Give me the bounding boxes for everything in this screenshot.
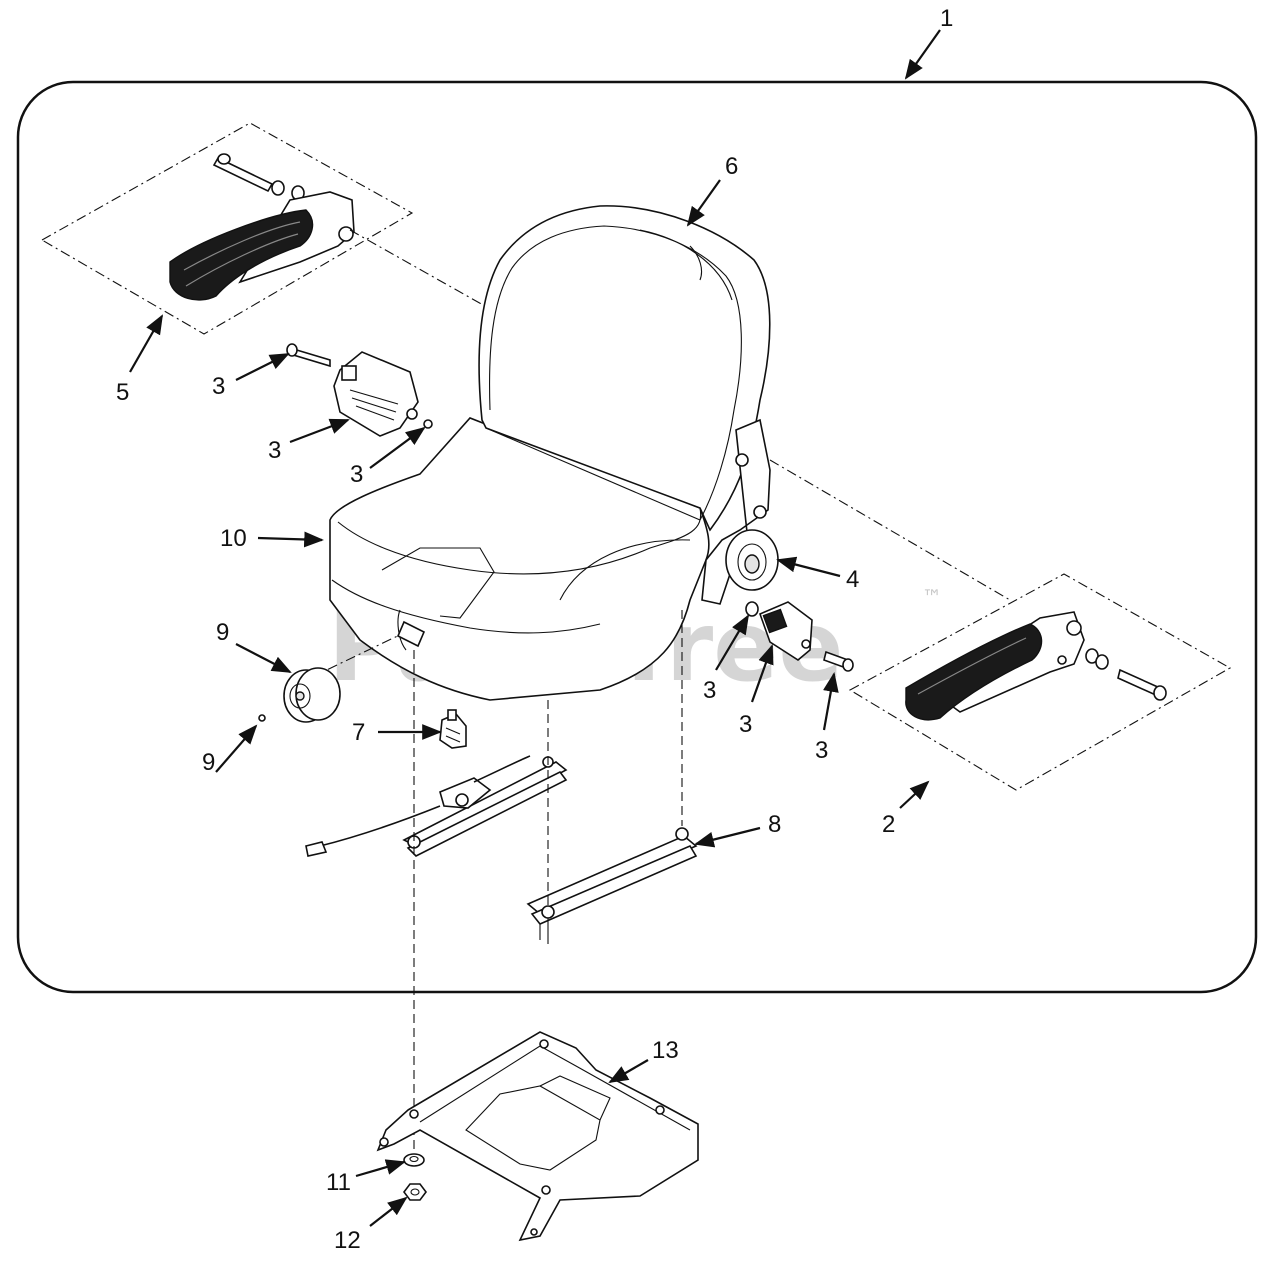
- callout-13: 13: [652, 1037, 679, 1064]
- callout-9b: 9: [202, 749, 215, 776]
- hex-nut: [403, 1183, 427, 1201]
- callout-arrows: [129, 29, 941, 1227]
- callout-labels: 1 6 5 3 3 3 10 4 9 9 3 3 3 7 8 2 13 11 1…: [116, 5, 953, 1254]
- right-armrest: [848, 573, 1232, 791]
- callout-3a: 3: [212, 373, 225, 400]
- callout-2: 2: [882, 811, 895, 838]
- callout-5: 5: [116, 379, 129, 406]
- callout-7: 7: [352, 719, 365, 746]
- callout-1: 1: [940, 5, 953, 32]
- left-armrest: [40, 122, 414, 335]
- seat-backrest: [478, 205, 771, 532]
- callout-3c: 3: [350, 461, 363, 488]
- trademark-symbol: ™: [922, 585, 942, 609]
- callout-3d: 3: [703, 677, 716, 704]
- callout-10: 10: [220, 525, 247, 552]
- callout-8: 8: [768, 811, 781, 838]
- callout-3b: 3: [268, 437, 281, 464]
- assembly-boundary: [16, 80, 1258, 994]
- seat-slide-rails: [305, 755, 698, 944]
- right-switch-hardware: [745, 601, 854, 672]
- callout-3e: 3: [739, 711, 752, 738]
- callout-9a: 9: [216, 619, 229, 646]
- mounting-plate: [376, 1031, 699, 1242]
- callout-6: 6: [725, 153, 738, 180]
- callout-4: 4: [846, 566, 859, 593]
- callout-3f: 3: [815, 737, 828, 764]
- callout-12: 12: [334, 1227, 361, 1254]
- recline-bracket: [701, 418, 779, 605]
- adjustment-knob: [258, 620, 426, 723]
- washer: [403, 1153, 425, 1167]
- seat-cushion: [329, 417, 710, 701]
- callout-11: 11: [326, 1169, 351, 1196]
- seat-switch-hardware: [286, 343, 433, 437]
- seat-switch: [439, 709, 467, 749]
